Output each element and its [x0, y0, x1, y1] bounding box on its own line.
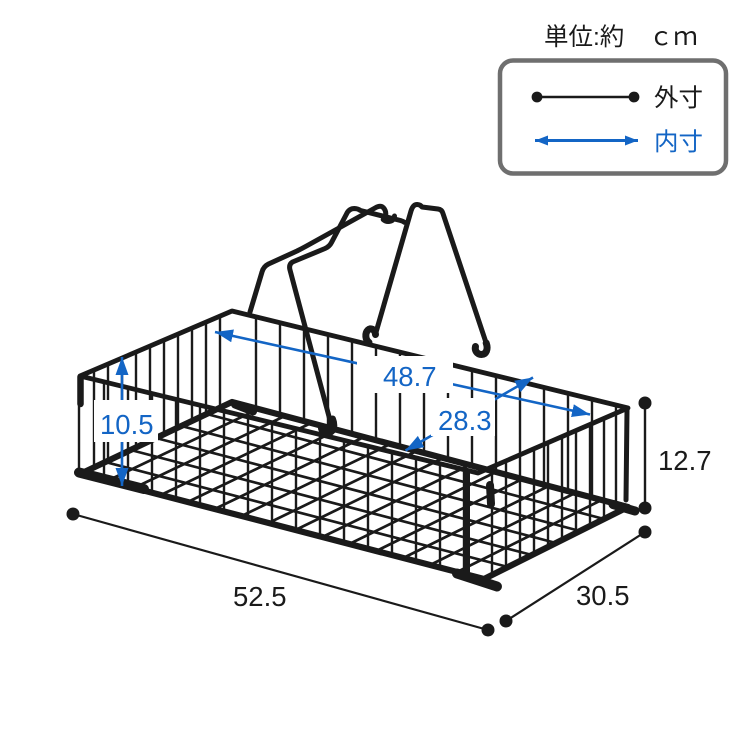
foot-front-left	[74, 467, 149, 494]
wall-clip	[486, 481, 495, 508]
dim-line	[505, 531, 646, 622]
dim-dot	[638, 501, 652, 515]
basket-illustration	[74, 202, 640, 592]
label-backgrounds	[94, 356, 495, 442]
dim-dot	[638, 396, 652, 410]
basket-rim	[77, 308, 631, 476]
legend-outer-marker	[531, 91, 640, 103]
label-knockout-inner-depth	[431, 398, 495, 436]
foot-front-right	[452, 568, 502, 592]
dim-dot	[481, 623, 495, 637]
legend-frame	[497, 58, 729, 176]
legend-inner-label: 内寸	[654, 128, 703, 156]
unit-note: 単位:約 ｃｍ	[544, 23, 698, 51]
dim-label-outer-height: 12.7	[658, 445, 712, 476]
dim-label-outer-length: 52.5	[233, 581, 287, 612]
basket-corner-posts	[77, 373, 630, 578]
dim-line-outer-depth	[499, 525, 652, 628]
corner-post-back-right	[623, 407, 630, 503]
legend-box: 外寸 内寸	[497, 58, 729, 176]
dim-label-outer-depth: 30.5	[576, 580, 630, 611]
dim-dot	[66, 507, 80, 521]
legend-outer-label: 外寸	[654, 84, 703, 112]
handle-rear-wire-b	[287, 206, 407, 427]
handle-front-wire	[373, 202, 489, 347]
label-knockout-inner-length	[357, 356, 453, 393]
handle-hook-left	[362, 325, 379, 346]
dim-line	[72, 512, 489, 632]
legend-dot	[531, 91, 543, 103]
handle-rear-foot	[318, 415, 338, 437]
basket-floor-mesh	[103, 407, 606, 574]
dim-label-inner-length: 48.7	[383, 361, 437, 392]
dim-dot	[638, 525, 652, 539]
dim-line-outer-height	[638, 396, 652, 515]
legend-dot	[628, 91, 640, 103]
handle-rear-wire-a	[247, 203, 397, 315]
dim-dot	[499, 614, 513, 628]
handle-hook-right	[471, 339, 491, 358]
label-knockout-inner-height	[94, 400, 158, 442]
foot-back-right	[608, 500, 640, 516]
dim-label-inner-height: 10.5	[100, 409, 154, 440]
dim-line-outer-length	[66, 507, 495, 637]
dim-label-inner-depth: 28.3	[438, 405, 492, 436]
